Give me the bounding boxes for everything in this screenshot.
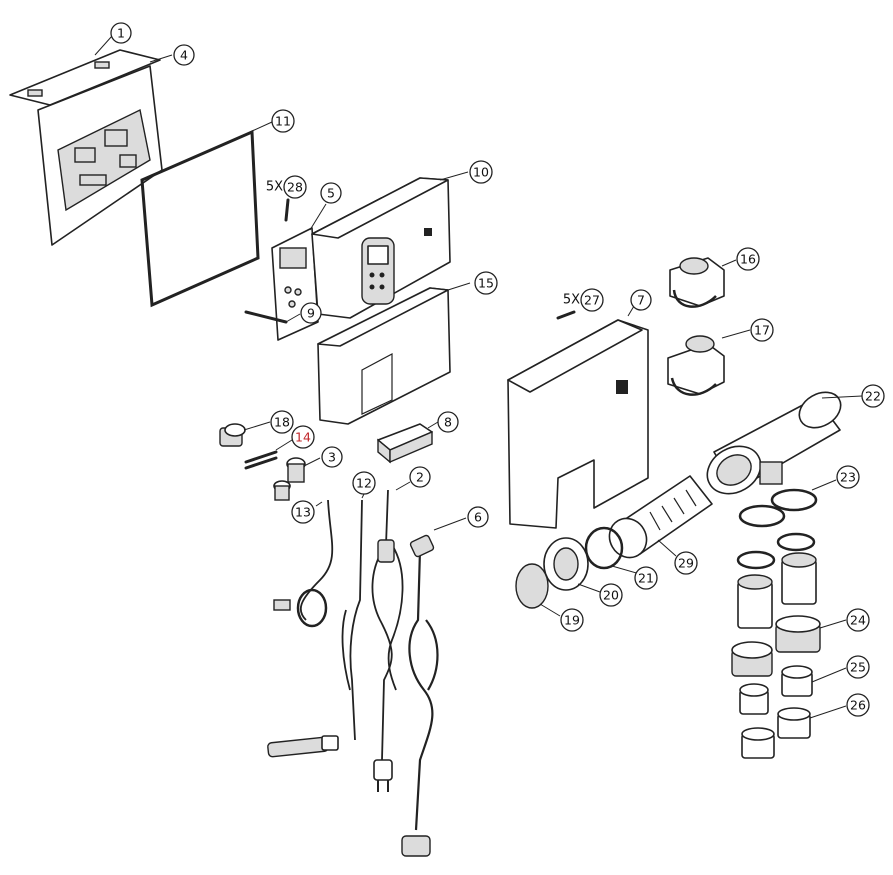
part-27-screws [556,310,576,320]
svg-text:2: 2 [416,470,424,485]
callout-9: 9 [300,302,322,324]
svg-text:13: 13 [295,505,311,520]
callout-13: 13 [291,500,315,524]
part-10-front-cover [311,171,469,319]
svg-text:11: 11 [275,114,291,129]
part-26-tail-pieces [741,705,847,759]
svg-text:14: 14 [295,430,311,445]
svg-text:10: 10 [473,165,489,180]
part-couplers [737,552,817,629]
svg-text:17: 17 [754,323,770,338]
part-1-bracket [9,35,161,106]
svg-text:6: 6 [474,510,482,525]
callout-20: 20 [599,583,623,607]
svg-text:27: 27 [584,293,600,308]
part-4-control-board [37,54,173,246]
svg-text:12: 12 [356,476,372,491]
svg-text:1: 1 [117,26,125,41]
callout-11: 11 [271,109,295,133]
callout-8: 8 [437,411,459,433]
svg-text:23: 23 [840,470,856,485]
callout-2: 2 [409,466,431,488]
callout-21: 21 [634,566,658,590]
part-28-screws [284,198,290,222]
callout-18: 18 [270,410,294,434]
svg-text:19: 19 [564,613,580,628]
callout-17: 17 [750,318,774,342]
part-12-probe-cable [267,493,365,758]
svg-text:9: 9 [307,306,315,321]
part-20-cap [543,537,601,593]
svg-text:21: 21 [638,571,654,586]
part-6-cell-cable [401,517,467,857]
svg-text:8: 8 [444,415,452,430]
callout-12: 12 [352,471,376,495]
callout-1: 1 [110,22,132,44]
callout-24: 24 [846,608,870,632]
part-13-sensor-cable [273,499,334,628]
callout-25: 25 [846,655,870,679]
part-16-pipe-clamp [669,257,737,308]
part-17-pipe-clamp [667,329,751,396]
svg-text:15: 15 [478,276,494,291]
svg-text:5X: 5X [266,180,283,195]
svg-text:24: 24 [850,613,866,628]
part-21-o-ring [584,526,641,575]
part-8-terminal-block [377,421,439,464]
part-18-cable-gland [219,421,271,447]
callout-23: 23 [836,465,860,489]
callout-16: 16 [736,247,760,271]
svg-text:28: 28 [287,180,303,195]
svg-text:25: 25 [850,660,866,675]
svg-text:16: 16 [740,252,756,267]
svg-text:20: 20 [603,588,619,603]
callout-29: 29 [674,551,698,575]
callout-4: 4 [173,44,195,66]
part-19-plug [515,563,561,617]
part-25-tail-pieces [739,665,847,715]
part-9-connector [244,310,301,324]
part-24-union-nuts [731,615,847,677]
part-7-wall-bracket [507,305,649,529]
part-22-cell-body [706,391,863,495]
callout-15: 15 [474,271,498,295]
part-3-glands [273,457,321,501]
svg-text:5X: 5X [563,293,580,308]
svg-text:22: 22 [865,389,881,404]
callout-26-label: 26 [850,698,866,713]
svg-text:3: 3 [328,450,336,465]
part-23-o-rings [736,479,837,570]
callout-28: 5X 28 [266,175,307,199]
callout-7: 7 [630,289,652,311]
callout-5: 5 [320,182,342,204]
svg-text:4: 4 [180,48,188,63]
svg-text:5: 5 [327,186,335,201]
callout-14: 14 [291,425,315,449]
svg-text:29: 29 [678,556,694,571]
callout-27: 5X 27 [563,288,604,312]
svg-text:7: 7 [637,293,645,308]
part-2-power-cable [371,481,411,792]
callout-10: 10 [469,160,493,184]
callout-6: 6 [467,506,489,528]
part-14-tube [244,439,293,470]
svg-text:18: 18 [274,415,290,430]
part-15-lower-cover [317,282,471,425]
callout-19: 19 [560,608,584,632]
callout-26: 26 [846,693,870,717]
part-29-electrode [608,475,713,559]
part-11-gasket [140,121,273,308]
callout-22: 22 [861,384,885,408]
callout-3: 3 [321,446,343,468]
